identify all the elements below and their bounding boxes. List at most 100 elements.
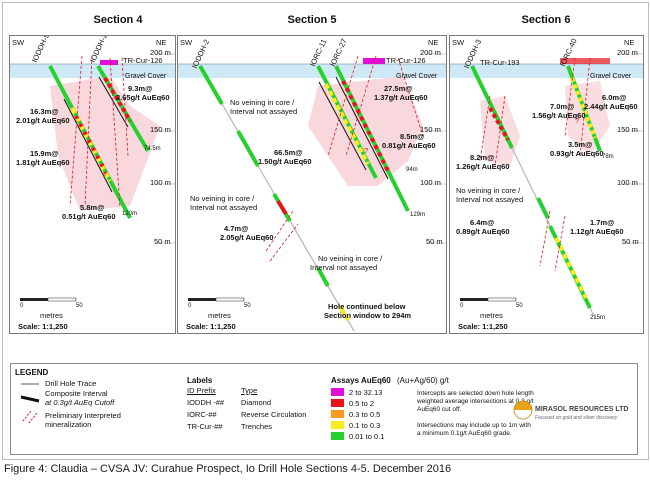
- intercept-grade: 1.50g/t AuEq60: [258, 157, 312, 166]
- mirasol-logo-icon: [513, 400, 533, 420]
- mineralization-zone: [50, 76, 160, 211]
- scale-fifty: 50: [76, 303, 83, 309]
- assay-bin: 0.1 to 0.3: [349, 421, 381, 430]
- intercept-grade: 2.01g/t AuEq60: [16, 116, 70, 125]
- legend-title: LEGEND: [15, 368, 49, 377]
- assay-swatch-2: [331, 399, 344, 407]
- depth-label: 78m: [602, 154, 614, 160]
- assay-bin: 0.5 to 2: [349, 399, 375, 408]
- section-6-panel: SW NE 200 m 150 m 100 m 50 m IODDH-3 IOR…: [449, 35, 644, 334]
- note-intercepts: Intercepts are selected down hole length: [417, 390, 534, 397]
- intercept-label: 5.8m@: [80, 203, 105, 212]
- intercept-label: 7.0m@: [550, 102, 575, 111]
- assay-bin: 0.3 to 0.5: [349, 410, 381, 419]
- intercept-label: 8.5m@: [400, 132, 425, 141]
- figure-caption: Figure 4: Claudia – CVSA JV: Curahue Pro…: [4, 463, 452, 475]
- interpreted-mineralization-lines: [69, 55, 129, 209]
- note-intercepts-2: weighted average intersections at 0.3 g/…: [417, 398, 534, 405]
- prelim-symbol: [22, 410, 32, 422]
- elev-50: 50 m: [622, 237, 639, 246]
- intercept-label: 9.3m@: [128, 84, 153, 93]
- ne-label: NE: [156, 38, 167, 47]
- not-assayed-note: Interval not assayed: [456, 195, 524, 204]
- continued-note: Section window to 294m: [324, 311, 412, 320]
- legend-composite-cutoff: at 0.3g/t AuEq Cutoff: [45, 398, 115, 407]
- scale-label: Scale: 1:1,250: [186, 322, 236, 331]
- intercept-label: 66.5m@: [274, 148, 303, 157]
- question-mark: ?: [364, 146, 369, 155]
- trench-label: TR-Cur-193: [480, 58, 520, 67]
- assay-swatch-3: [331, 410, 344, 418]
- elev-150: 150 m: [150, 125, 171, 134]
- intercept-label: 16.3m@: [30, 107, 59, 116]
- scale-label: Scale: 1:1,250: [18, 322, 68, 331]
- section-4-drawing: [10, 53, 175, 302]
- elev-100: 100 m: [617, 178, 638, 187]
- logo-name: MIRASOL RESOURCES LTD: [535, 406, 629, 413]
- elev-150: 150 m: [420, 125, 441, 134]
- trench-marker: [100, 60, 118, 65]
- no-veining-note: No veining in core /: [190, 194, 255, 203]
- label-row-type: Diamond: [241, 398, 272, 407]
- sw-label: SW: [452, 38, 465, 47]
- intercept-grade: 2.05g/t AuEq60: [220, 233, 274, 242]
- elev-200: 200 m: [617, 48, 638, 57]
- note-intersections: Intersections may include up to 1m with: [417, 422, 531, 429]
- legend-composite: Composite Interval: [45, 389, 108, 398]
- assays-title: Assays AuEq60: [331, 376, 391, 385]
- label-row-id: IORC-##: [187, 410, 217, 419]
- depth-label: 129m: [410, 212, 426, 218]
- intercept-grade: 0.93g/t AuEq60: [550, 149, 604, 158]
- scale-zero: 0: [20, 303, 24, 309]
- depth-label: 94m: [406, 167, 418, 173]
- intercept-grade: 1.81g/t AuEq60: [16, 158, 70, 167]
- depth-label: 120m: [122, 211, 138, 217]
- not-assayed-note: Interval not assayed: [230, 107, 298, 116]
- question-mark: ?: [102, 171, 107, 180]
- scale-zero: 0: [188, 303, 192, 309]
- legend-drill-trace: Drill Hole Trace: [45, 379, 97, 388]
- elev-150: 150 m: [617, 125, 638, 134]
- no-veining-note: No veining in core /: [456, 186, 521, 195]
- gravel-label: Gravel Cover: [396, 73, 438, 80]
- elev-100: 100 m: [150, 178, 171, 187]
- note-intercepts-3: AuEq60 cut off.: [417, 406, 462, 413]
- label-row-id: IODDH -##: [187, 398, 225, 407]
- assay-swatch-4: [331, 421, 344, 429]
- intercept-grade: 1.56g/t AuEq60: [532, 111, 586, 120]
- continued-note: Hole continued below: [328, 302, 406, 311]
- sw-label: SW: [180, 38, 193, 47]
- section-6-title: Section 6: [521, 14, 571, 26]
- composite-symbol: [20, 395, 40, 403]
- type-header: Type: [241, 386, 258, 395]
- label-row-id: TR-Cur-##: [187, 422, 223, 431]
- scale-fifty: 50: [516, 303, 523, 309]
- depth-label: 74.5m: [144, 146, 161, 152]
- note-intersections-2: a minimum 0.1g/t AuEq60 grade.: [417, 430, 512, 437]
- sw-label: SW: [12, 38, 25, 47]
- gravel-label: Gravel Cover: [590, 73, 632, 80]
- metres-label: metres: [480, 311, 503, 320]
- logo-tagline: Focused on gold and silver discovery: [535, 415, 618, 421]
- not-assayed-note: Interval not assayed: [310, 263, 378, 272]
- metres-label: metres: [208, 311, 231, 320]
- ne-label: NE: [428, 38, 439, 47]
- assay-bin: 0.01 to 0.1: [349, 432, 385, 441]
- intercept-grade: 0.89g/t AuEq60: [456, 227, 510, 236]
- intercept-grade: 1.26g/t AuEq60: [456, 162, 510, 171]
- scale-zero: 0: [460, 303, 464, 309]
- section-4-title: Section 4: [93, 14, 143, 26]
- metres-label: metres: [40, 311, 63, 320]
- intercept-label: 15.9m@: [30, 149, 59, 158]
- section-5-title: Section 5: [287, 14, 337, 26]
- intercept-grade: 1.12g/t AuEq60: [570, 227, 624, 236]
- intercept-label: 8.2m@: [470, 153, 495, 162]
- section-4-panel: SW NE 200 m 150 m 100 m 50 m IODDH-9 IOD…: [9, 35, 176, 334]
- depth-label: 215m: [590, 315, 606, 321]
- assay-bin: 2 to 32.13: [349, 388, 383, 397]
- elev-100: 100 m: [420, 178, 441, 187]
- elev-50: 50 m: [154, 237, 171, 246]
- intercept-label: 6.4m@: [470, 218, 495, 227]
- assay-swatch-5: [331, 432, 344, 440]
- intercept-grade: 2.44g/t AuEq60: [584, 102, 638, 111]
